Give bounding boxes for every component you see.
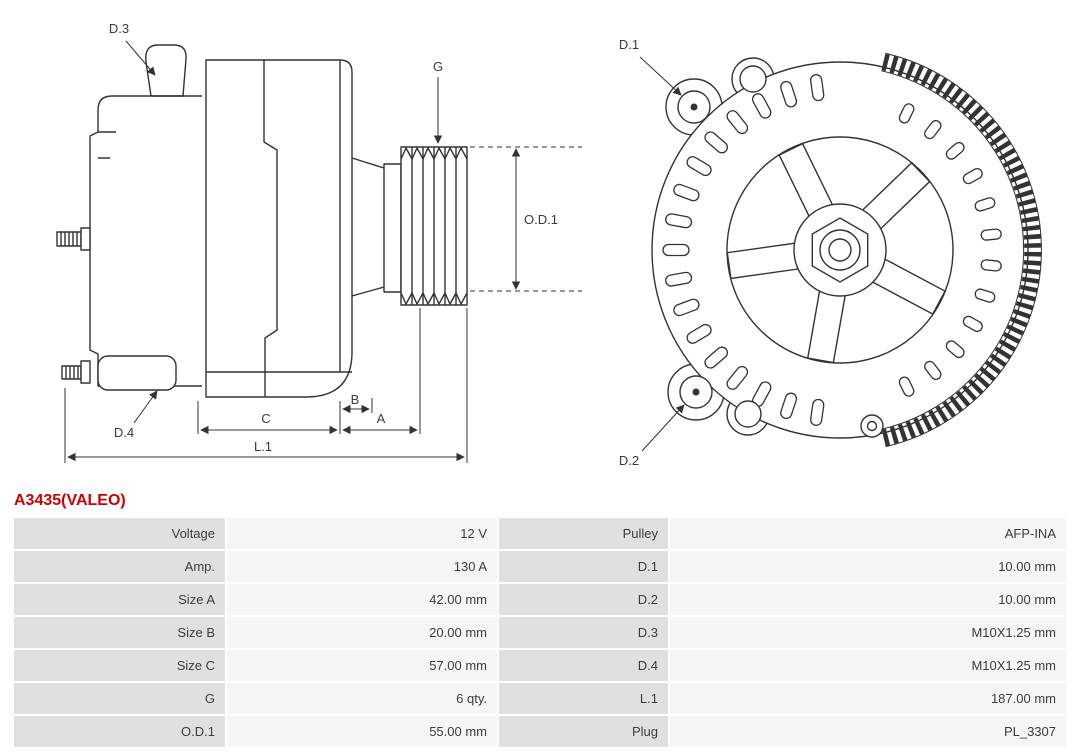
spec-value-cell: 57.00 mm (227, 650, 497, 681)
dim-label-d1: D.1 (619, 37, 639, 52)
dim-label-d3: D.3 (109, 21, 129, 36)
shaft-spacer (383, 163, 402, 293)
dim-label-od1: O.D.1 (524, 212, 558, 227)
side-view (56, 44, 468, 398)
pulley (400, 146, 468, 306)
dim-label-d2: D.2 (619, 453, 639, 468)
spec-label-cell: Size A (14, 584, 225, 615)
spec-value-cell: 55.00 mm (227, 716, 497, 747)
shaft-nut (811, 217, 869, 283)
dim-label-g: G (433, 59, 443, 74)
dim-label-c: C (261, 411, 270, 426)
spec-value-cell: 10.00 mm (670, 551, 1066, 582)
spec-value-cell: AFP-INA (670, 518, 1066, 549)
technical-diagram: O.D.1 G D.3 D.4 C B A L.1 (56, 21, 1042, 468)
hole-center-dot-d1 (690, 103, 698, 111)
main-body (205, 59, 353, 398)
hole-center-dot-d2 (692, 388, 700, 396)
spec-value-cell: 12 V (227, 518, 497, 549)
bottom-tab (860, 414, 884, 438)
spec-label-cell: D.1 (499, 551, 668, 582)
terminal-stud-bottom (61, 360, 91, 384)
dim-label-d4: D.4 (114, 425, 134, 440)
spec-label-cell: Amp. (14, 551, 225, 582)
spec-value-cell: 20.00 mm (227, 617, 497, 648)
vent-slots-outer (662, 74, 825, 426)
dim-label-b: B (351, 392, 360, 407)
spec-value-cell: 6 qty. (227, 683, 497, 714)
fin-ring-outer-edge (885, 52, 1042, 448)
fin-ring-teeth (881, 53, 1042, 447)
spec-label-cell: D.4 (499, 650, 668, 681)
spec-label-cell: G (14, 683, 225, 714)
vent-slots-inner (898, 103, 1002, 397)
dim-label-l1: L.1 (254, 439, 272, 454)
spec-label-cell: Size C (14, 650, 225, 681)
fin-ring-inner-edge (881, 70, 1025, 430)
spec-label-cell: Plug (499, 716, 668, 747)
side-view-dimensions: O.D.1 G D.3 D.4 C B A L.1 (64, 21, 582, 463)
spec-value-cell: 130 A (227, 551, 497, 582)
spec-label-cell: Size B (14, 617, 225, 648)
spec-value-cell: 42.00 mm (227, 584, 497, 615)
spec-value-cell: M10X1.25 mm (670, 650, 1066, 681)
fan-spokes (726, 142, 946, 364)
part-number: A3435(VALEO) (14, 492, 126, 509)
spec-value-cell: 10.00 mm (670, 584, 1066, 615)
alternator-drawing: O.D.1 G D.3 D.4 C B A L.1 (56, 21, 1042, 468)
spec-value-cell: M10X1.25 mm (670, 617, 1066, 648)
dim-label-a: A (377, 411, 386, 426)
spec-label-cell: Voltage (14, 518, 225, 549)
front-view (651, 52, 1042, 448)
spec-label-cell: O.D.1 (14, 716, 225, 747)
terminal-stud-top (56, 227, 91, 251)
spec-label-cell: D.3 (499, 617, 668, 648)
spec-label-cell: Pulley (499, 518, 668, 549)
spec-value-cell: 187.00 mm (670, 683, 1066, 714)
spec-label-cell: L.1 (499, 683, 668, 714)
mount-lug-bottom (97, 355, 177, 391)
front-view-dimensions: D.1 D.2 (619, 37, 685, 468)
rear-housing (89, 95, 202, 387)
spec-value-cell: PL_3307 (670, 716, 1066, 747)
spec-table: Voltage 12 V Pulley AFP-INA Amp. 130 A D… (14, 518, 1066, 747)
mount-ear-top (145, 44, 187, 97)
spec-label-cell: D.2 (499, 584, 668, 615)
